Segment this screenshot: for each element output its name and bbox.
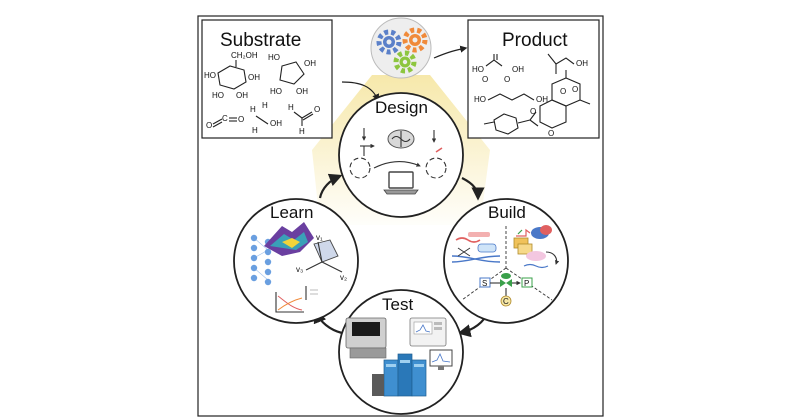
- hplc-icon: [372, 353, 427, 397]
- substrate-box: Substrate CH₂OH HO OH HO OH HO OH HO OH …: [201, 19, 333, 139]
- svg-text:OH: OH: [536, 95, 548, 104]
- limonene-molecule: [483, 111, 539, 135]
- genetic-circuit-icon: S P C: [479, 273, 533, 307]
- test-label: Test: [382, 295, 413, 314]
- design-to-build-arrow: [461, 177, 485, 201]
- product-label: Product: [502, 30, 568, 51]
- svg-text:v₁: v₁: [316, 233, 323, 242]
- methanol-molecule: H H OH H: [250, 101, 282, 135]
- svg-text:O: O: [548, 129, 554, 138]
- learn-to-design-arrow: [318, 173, 343, 199]
- svg-text:H: H: [262, 101, 268, 110]
- svg-text:v₂: v₂: [340, 273, 347, 282]
- fructose-molecule: HO OH HO OH: [268, 53, 316, 96]
- gear-orange: [402, 27, 428, 53]
- svg-text:O: O: [572, 85, 578, 94]
- svg-text:H: H: [288, 103, 294, 112]
- svg-text:HO: HO: [268, 53, 280, 62]
- brain-icon: [387, 129, 415, 149]
- spectrometer-icon: [409, 317, 447, 347]
- svg-text:CH₂OH: CH₂OH: [231, 51, 258, 60]
- svg-text:HO: HO: [270, 87, 282, 96]
- svg-text:HO: HO: [212, 91, 224, 100]
- learning-curves-icon: [275, 286, 318, 313]
- svg-text:H: H: [252, 126, 258, 135]
- svg-text:O: O: [314, 105, 320, 114]
- laptop-icon: [383, 171, 419, 195]
- learn-label: Learn: [270, 203, 313, 222]
- svg-text:H: H: [299, 127, 305, 136]
- gear-blue: [376, 29, 402, 55]
- svg-text:P: P: [524, 279, 529, 288]
- neural-network-icon: [250, 234, 272, 286]
- vector-space-icon: v₁ v₂ v₃: [296, 233, 347, 282]
- svg-text:O: O: [530, 107, 536, 116]
- surface-plot-icon: [264, 222, 314, 256]
- learn-stage: Learn v₁: [233, 198, 359, 324]
- dna-icon: [451, 232, 501, 263]
- glucose-molecule: CH₂OH HO OH HO OH: [204, 51, 260, 100]
- svg-text:HO: HO: [474, 95, 486, 104]
- test-stage: Test: [338, 289, 464, 415]
- pathway-sketch-left: [349, 128, 375, 179]
- svg-text:H: H: [250, 105, 256, 114]
- svg-text:OH: OH: [248, 73, 260, 82]
- svg-text:OH: OH: [296, 87, 308, 96]
- build-label: Build: [488, 203, 526, 222]
- gears-to-product-arrow: [433, 45, 468, 59]
- isobutanol-molecule: OH: [547, 53, 588, 74]
- svg-text:OH: OH: [236, 91, 248, 100]
- design-flow-arrow: [373, 161, 421, 169]
- svg-text:v₃: v₃: [296, 265, 303, 274]
- svg-text:O: O: [482, 75, 488, 84]
- substrate-to-design-arrow: [341, 81, 380, 102]
- svg-text:S: S: [482, 279, 487, 288]
- svg-text:OH: OH: [576, 59, 588, 68]
- svg-text:OH: OH: [270, 119, 282, 128]
- malonic-acid-molecule: HO OH O O: [472, 54, 524, 84]
- pathway-sketch-right: [425, 130, 447, 179]
- product-box: Product HO OH O O OH HO OH: [467, 19, 600, 139]
- svg-text:O: O: [206, 121, 212, 130]
- build-stage: Build S: [443, 198, 569, 324]
- artemisinin-molecule: O O O O: [530, 70, 591, 138]
- design-stage: Design: [338, 92, 464, 218]
- svg-text:O: O: [238, 115, 244, 124]
- svg-text:HO: HO: [204, 71, 216, 80]
- sequencer-icon: [345, 317, 387, 359]
- svg-text:HO: HO: [472, 65, 484, 74]
- design-label: Design: [375, 98, 428, 117]
- svg-text:O: O: [560, 87, 566, 96]
- co2-molecule: O C O: [206, 114, 244, 130]
- formaldehyde-molecule: H O H: [288, 103, 320, 136]
- svg-text:OH: OH: [512, 65, 524, 74]
- substrate-label: Substrate: [220, 30, 301, 51]
- svg-text:OH: OH: [304, 59, 316, 68]
- svg-text:O: O: [504, 75, 510, 84]
- svg-text:C: C: [222, 114, 228, 123]
- butanediol-molecule: HO OH: [474, 93, 548, 104]
- gears-icon: [370, 17, 432, 79]
- monitor-icon: [429, 349, 453, 370]
- gear-green: [393, 50, 417, 74]
- enzyme-icon: [513, 225, 560, 269]
- svg-text:C: C: [503, 297, 509, 306]
